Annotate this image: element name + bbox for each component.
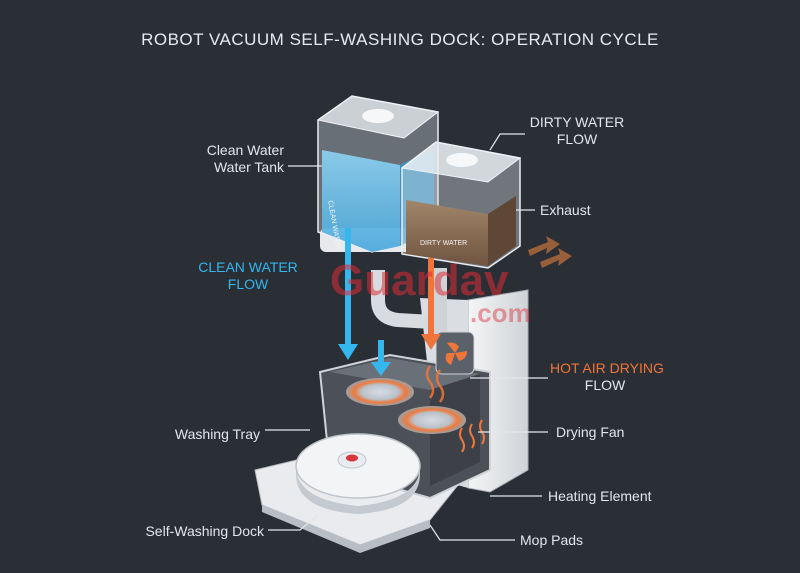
- label-clean-water-flow: CLEAN WATER FLOW: [196, 259, 300, 293]
- label-hot-air-drying-flow: HOT AIR DRYING FLOW: [550, 360, 664, 394]
- mop-pad-left: [346, 378, 414, 406]
- label-clean-water-tank: Clean Water Water Tank: [196, 142, 284, 176]
- label-dirty-water-flow-line1: DIRTY WATER: [529, 114, 625, 130]
- mop-pad-right: [398, 406, 466, 434]
- fan-icon: [445, 342, 467, 365]
- label-hot-air-line1: HOT AIR DRYING: [550, 360, 664, 376]
- label-mop-pads: Mop Pads: [520, 532, 584, 548]
- label-clean-water-flow-line1: CLEAN WATER: [198, 259, 298, 275]
- label-clean-water-flow-line2: FLOW: [227, 276, 269, 292]
- clean-water-arrow: [338, 228, 391, 376]
- watermark-logo: Guardav: [330, 256, 509, 305]
- label-self-washing-dock: Self-Washing Dock: [145, 523, 264, 539]
- heat-waves-icon: [425, 365, 445, 403]
- label-heating-element: Heating Element: [548, 488, 652, 504]
- label-dirty-water-flow: DIRTY WATER FLOW: [527, 114, 627, 148]
- watermark-domain: .com: [470, 298, 531, 328]
- dirty-water-arrow: [421, 258, 441, 350]
- leader-lines: [265, 133, 548, 541]
- exhaust-arrow: [528, 236, 572, 268]
- dirty-tank-text: DIRTY WATER: [420, 240, 468, 247]
- label-clean-water-tank-line2: Water Tank: [213, 159, 284, 175]
- diagram-title: ROBOT VACUUM SELF-WASHING DOCK: OPERATIO…: [141, 30, 659, 49]
- label-clean-water-tank-line1: Clean Water: [206, 142, 284, 158]
- dirty-water-tank: [400, 141, 522, 269]
- label-drying-fan: Drying Fan: [556, 424, 625, 440]
- clean-pipe: [371, 270, 433, 329]
- label-washing-tray: Washing Tray: [174, 426, 260, 442]
- label-dirty-water-flow-line2: FLOW: [556, 131, 598, 147]
- label-hot-air-line2: FLOW: [584, 377, 626, 393]
- label-exhaust: Exhaust: [540, 202, 591, 218]
